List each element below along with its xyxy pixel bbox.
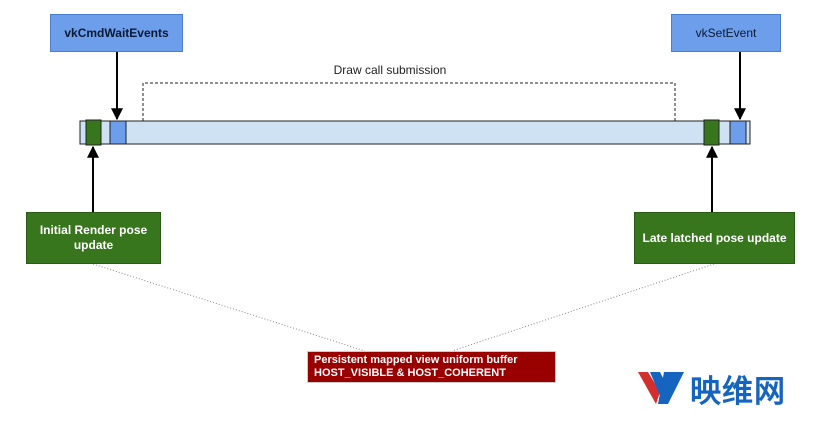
wait-events-label: vkCmdWaitEvents: [64, 25, 169, 40]
draw-call-bracket: [142, 82, 676, 121]
initial-pose-marker: [85, 119, 102, 146]
late-pose-label: Late latched pose update: [642, 230, 787, 245]
timeline-bar: [79, 120, 751, 145]
late-pose-marker: [703, 119, 720, 146]
set-event-marker: [729, 120, 747, 145]
logo-mark-icon: [638, 372, 684, 404]
late-pose-box: Late latched pose update: [634, 212, 795, 264]
initial-pose-label: Initial Render pose update: [39, 223, 148, 252]
uniform-buffer-box: Persistent mapped view uniform buffer HO…: [307, 351, 556, 383]
initial-buffer-connector: [92, 263, 366, 352]
buffer-label-line2: HOST_VISIBLE & HOST_COHERENT: [314, 367, 506, 379]
logo: 映维网: [636, 366, 786, 410]
wait-events-marker: [109, 120, 127, 145]
set-event-box: vkSetEvent: [671, 14, 781, 52]
wait-events-box: vkCmdWaitEvents: [50, 14, 183, 52]
set-event-label: vkSetEvent: [695, 25, 757, 40]
initial-pose-box: Initial Render pose update: [26, 212, 161, 264]
logo-text: 映维网: [690, 373, 786, 410]
draw-call-label: Draw call submission: [333, 63, 447, 77]
buffer-label-line1: Persistent mapped view uniform buffer: [314, 354, 518, 366]
late-buffer-connector: [451, 263, 715, 352]
